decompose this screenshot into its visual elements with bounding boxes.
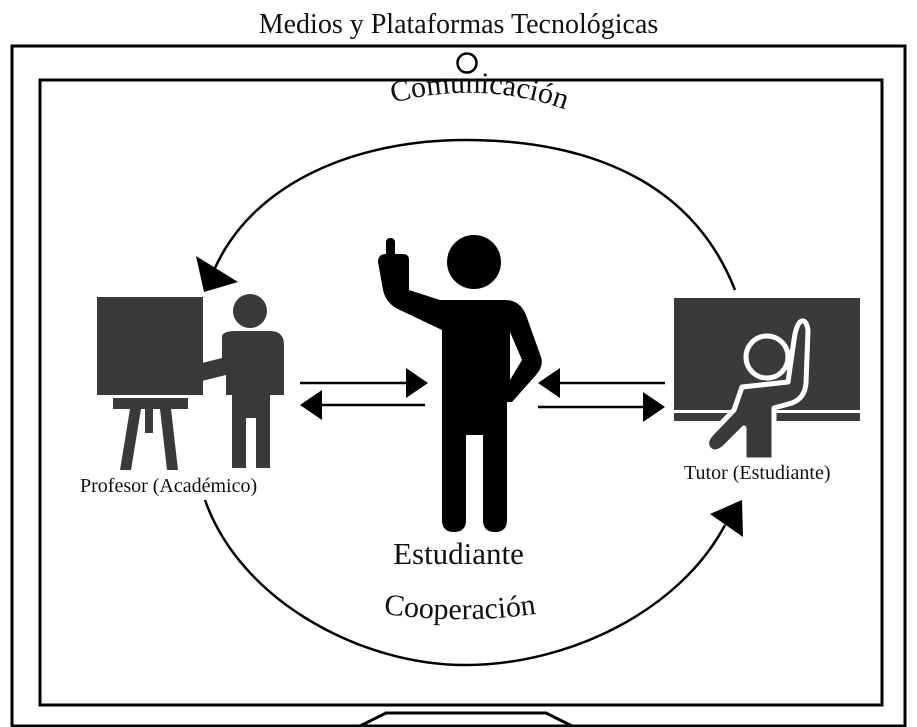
- arrowhead-right-icon: [643, 392, 665, 422]
- monitor-outer-frame: [10, 44, 907, 727]
- tutor-label: Tutor (Estudiante): [684, 462, 831, 484]
- comunicacion-arrowhead-icon: [196, 256, 238, 292]
- teacher-at-board-icon: [97, 294, 284, 470]
- arrowhead-left-icon: [300, 390, 322, 420]
- diagram-title: Medios y Plataformas Tecnológicas: [258, 9, 659, 40]
- estudiante-label: Estudiante: [393, 536, 524, 571]
- monitor-camera-icon: [456, 52, 478, 74]
- arrowhead-right-icon: [406, 368, 428, 398]
- profesor-estudiante-arrows: [300, 368, 428, 420]
- arrowhead-left-icon: [538, 368, 560, 398]
- cooperacion-arc: [203, 499, 727, 667]
- student-at-blackboard-icon: [674, 298, 860, 463]
- comunicacion-arc: [213, 138, 737, 291]
- student-raising-hand-icon: [378, 235, 542, 532]
- profesor-label: Profesor (Académico): [80, 475, 258, 497]
- cooperacion-arrowhead-icon: [710, 500, 743, 537]
- cooperacion-label: Cooperación: [383, 588, 538, 626]
- estudiante-tutor-arrows: [538, 368, 665, 422]
- monitor-screen: [38, 78, 884, 707]
- monitor-base-icon: [357, 711, 575, 727]
- comunicacion-label: Comunicación: [387, 67, 573, 116]
